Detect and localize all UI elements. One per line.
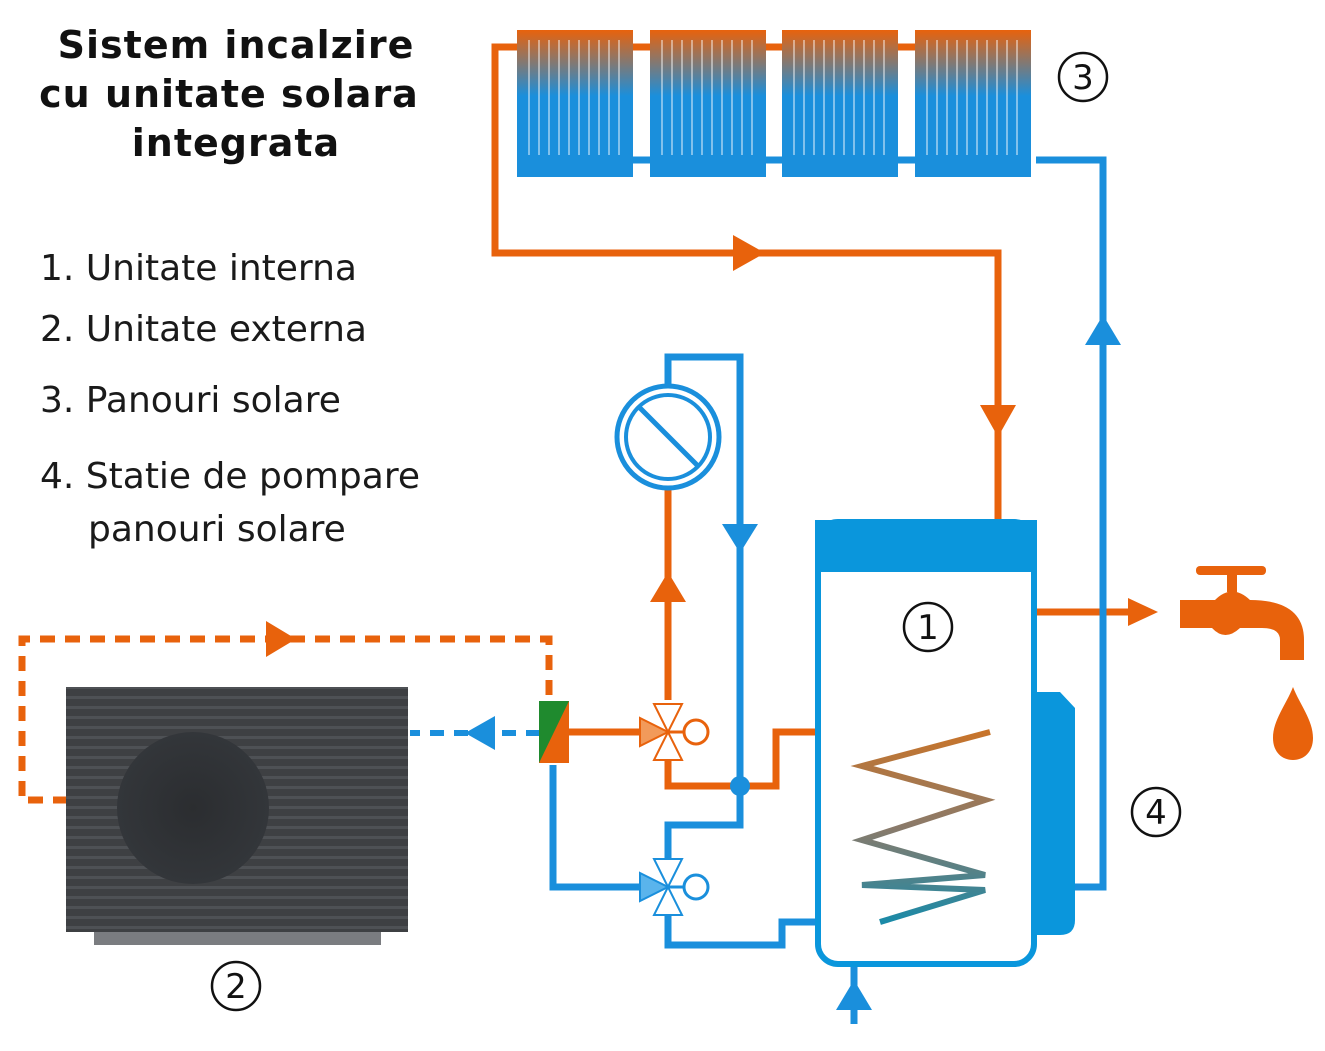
- legend-item-3: 3. Panouri solare: [40, 380, 341, 421]
- lower-valve-to-tank: [664, 910, 880, 949]
- outdoor-unit-icon: [66, 687, 408, 945]
- hot-flow-arrows: [650, 235, 1158, 626]
- heat-exchanger-icon: [850, 729, 996, 925]
- arrow-up-icon: [836, 980, 872, 1010]
- marker-3: 3: [1057, 51, 1109, 103]
- legend-item-1: 1. Unitate interna: [40, 248, 357, 289]
- diagram-title: Sistem incalzire cu unitate solara integ…: [39, 23, 419, 165]
- arrow-up-icon: [1085, 315, 1121, 345]
- legend-item-2: 2. Unitate externa: [40, 309, 367, 350]
- marker-4: 4: [1130, 786, 1182, 838]
- arrow-down-icon: [980, 405, 1016, 437]
- marker-1: 1: [902, 601, 954, 653]
- legend-item-4-continuation: panouri solare: [88, 509, 346, 550]
- marker-2: 2: [210, 960, 262, 1012]
- arrow-right-icon: [733, 235, 765, 271]
- marker-1-label: 1: [917, 608, 939, 648]
- pipe-junction: [730, 776, 750, 796]
- legend: 1. Unitate interna 2. Unitate externa 3.…: [40, 248, 420, 550]
- faucet-icon: [1180, 566, 1304, 660]
- solar-panel-icon: [650, 30, 766, 177]
- plate-exchanger-icon: [539, 701, 569, 763]
- legend-item-4: 4. Statie de pompare: [40, 456, 420, 497]
- storage-tank-icon: [815, 519, 1075, 967]
- refrigerant-hot-loop: [18, 635, 553, 804]
- three-way-valve-icon: [639, 858, 710, 916]
- arrow-left-icon: [465, 716, 495, 750]
- title-line-2: cu unitate solara: [39, 72, 419, 116]
- cold-pipes: [549, 156, 1107, 1024]
- marker-2-label: 2: [225, 967, 247, 1007]
- solar-panel-icon: [782, 30, 898, 177]
- three-way-valve-icon: [639, 703, 710, 761]
- arrow-right-icon: [266, 621, 296, 657]
- cold-flow-arrows: [722, 315, 1121, 1010]
- pump-bypass-loop: [664, 353, 744, 868]
- marker-3-label: 3: [1072, 58, 1094, 98]
- solar-panel-icon: [517, 30, 633, 177]
- panel-cold-return: [1036, 156, 1107, 891]
- title-line-1: Sistem incalzire: [58, 23, 415, 67]
- arrow-right-icon: [1128, 598, 1158, 626]
- marker-4-label: 4: [1145, 793, 1167, 833]
- arrow-down-icon: [722, 524, 758, 553]
- exchanger-to-lower-valve: [549, 765, 645, 891]
- solar-panels: [517, 30, 1031, 177]
- water-drop-icon: [1273, 687, 1313, 760]
- solar-panel-icon: [915, 30, 1031, 177]
- arrow-up-icon: [650, 572, 686, 602]
- pump-icon: [614, 383, 722, 491]
- pump-station-body: [1036, 692, 1075, 935]
- title-line-3: integrata: [132, 121, 340, 165]
